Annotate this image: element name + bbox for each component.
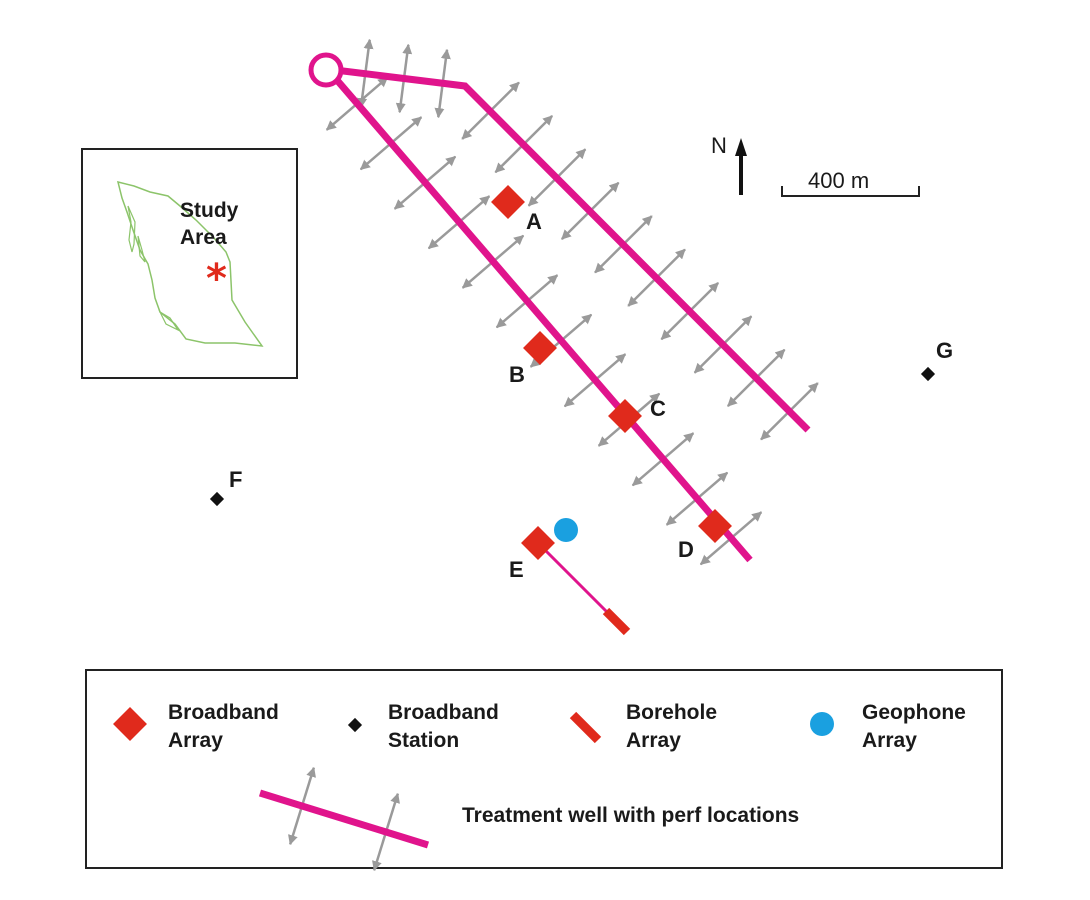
station-label-a: A (526, 209, 542, 234)
inset-map: Study Area * (81, 148, 298, 379)
legend-borehole-array-icon (569, 711, 602, 744)
station-label-e: E (509, 557, 524, 582)
north-arrow: N (711, 133, 747, 195)
broadband-array-a-icon (491, 185, 525, 219)
legend-broadband-array-label-2: Array (168, 729, 223, 752)
broadband-station-g-icon (920, 366, 936, 382)
geophone-array-icon (554, 518, 578, 542)
broadband-array-b-icon (523, 331, 557, 365)
study-area-label-1: Study (180, 199, 239, 222)
station-label-d: D (678, 537, 694, 562)
legend-broadband-station-label-1: Broadband (388, 701, 499, 724)
legend-broadband-station-icon (347, 717, 363, 733)
legend-borehole-array-label-2: Array (626, 729, 681, 752)
station-label-b: B (509, 362, 525, 387)
perf-locations (325, 38, 819, 566)
treatment-well-west (327, 69, 753, 563)
legend-frame (85, 669, 1003, 869)
station-label-g: G (936, 338, 953, 363)
wellhead-icon (308, 52, 344, 88)
legend-geophone-array-label-2: Array (862, 729, 917, 752)
scale-bar: 400 m (781, 168, 920, 197)
north-label: N (711, 133, 727, 158)
legend: Broadband Array Broadband Station Boreho… (85, 669, 1003, 872)
legend-borehole-array-label-1: Borehole (626, 701, 717, 724)
inset-island-icon (158, 310, 180, 332)
legend-geophone-array-label-1: Geophone (862, 701, 966, 724)
legend-broadband-station-label-2: Station (388, 729, 459, 752)
inset-island-icon (127, 205, 136, 253)
scale-bar-icon (781, 186, 920, 197)
borehole-array (536, 541, 631, 636)
legend-geophone-array-icon (810, 712, 834, 736)
study-area-marker-icon: * (206, 256, 227, 302)
station-label-f: F (229, 467, 242, 492)
legend-treatment-well-label: Treatment well with perf locations (462, 804, 799, 827)
broadband-station-f-icon (209, 491, 225, 507)
study-area-label-2: Area (180, 226, 227, 249)
legend-broadband-array-label-1: Broadband (168, 701, 279, 724)
scale-label: 400 m (808, 168, 869, 193)
treatment-well-east (334, 66, 811, 433)
inset-island-icon (137, 235, 146, 263)
inset-frame (81, 148, 298, 379)
borehole-array-icon (602, 607, 631, 636)
legend-treatment-well-icon (258, 789, 430, 849)
station-label-c: C (650, 396, 666, 421)
treatment-wells (308, 52, 811, 563)
